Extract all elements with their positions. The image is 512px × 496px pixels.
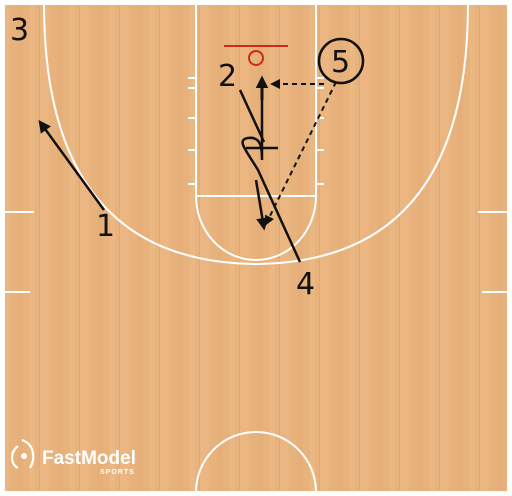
logo-sub: SPORTS [100,469,135,476]
cut-arrow-1 [38,119,106,211]
logo-icon [10,438,35,469]
dive-arrow-2 [254,179,269,231]
rim [248,50,264,66]
three-point-line [43,3,469,266]
curl-cut-4 [241,75,302,263]
player-2-label: 2 [218,59,237,94]
center-circle [195,431,317,493]
ball-handler-circle [317,37,365,85]
court-floor [4,4,508,492]
logo-brand: FastModel [42,448,136,469]
player-4-label: 4 [296,267,315,302]
court-boundary [3,3,509,493]
fastmodel-logo: FastModel SPORTS [10,438,136,476]
frame-number: 3 [10,13,29,48]
player-5-label: 5 [331,45,350,80]
screen-path-2 [238,89,266,143]
player-1-label: 1 [96,209,115,244]
logo-dot-icon [21,453,27,459]
